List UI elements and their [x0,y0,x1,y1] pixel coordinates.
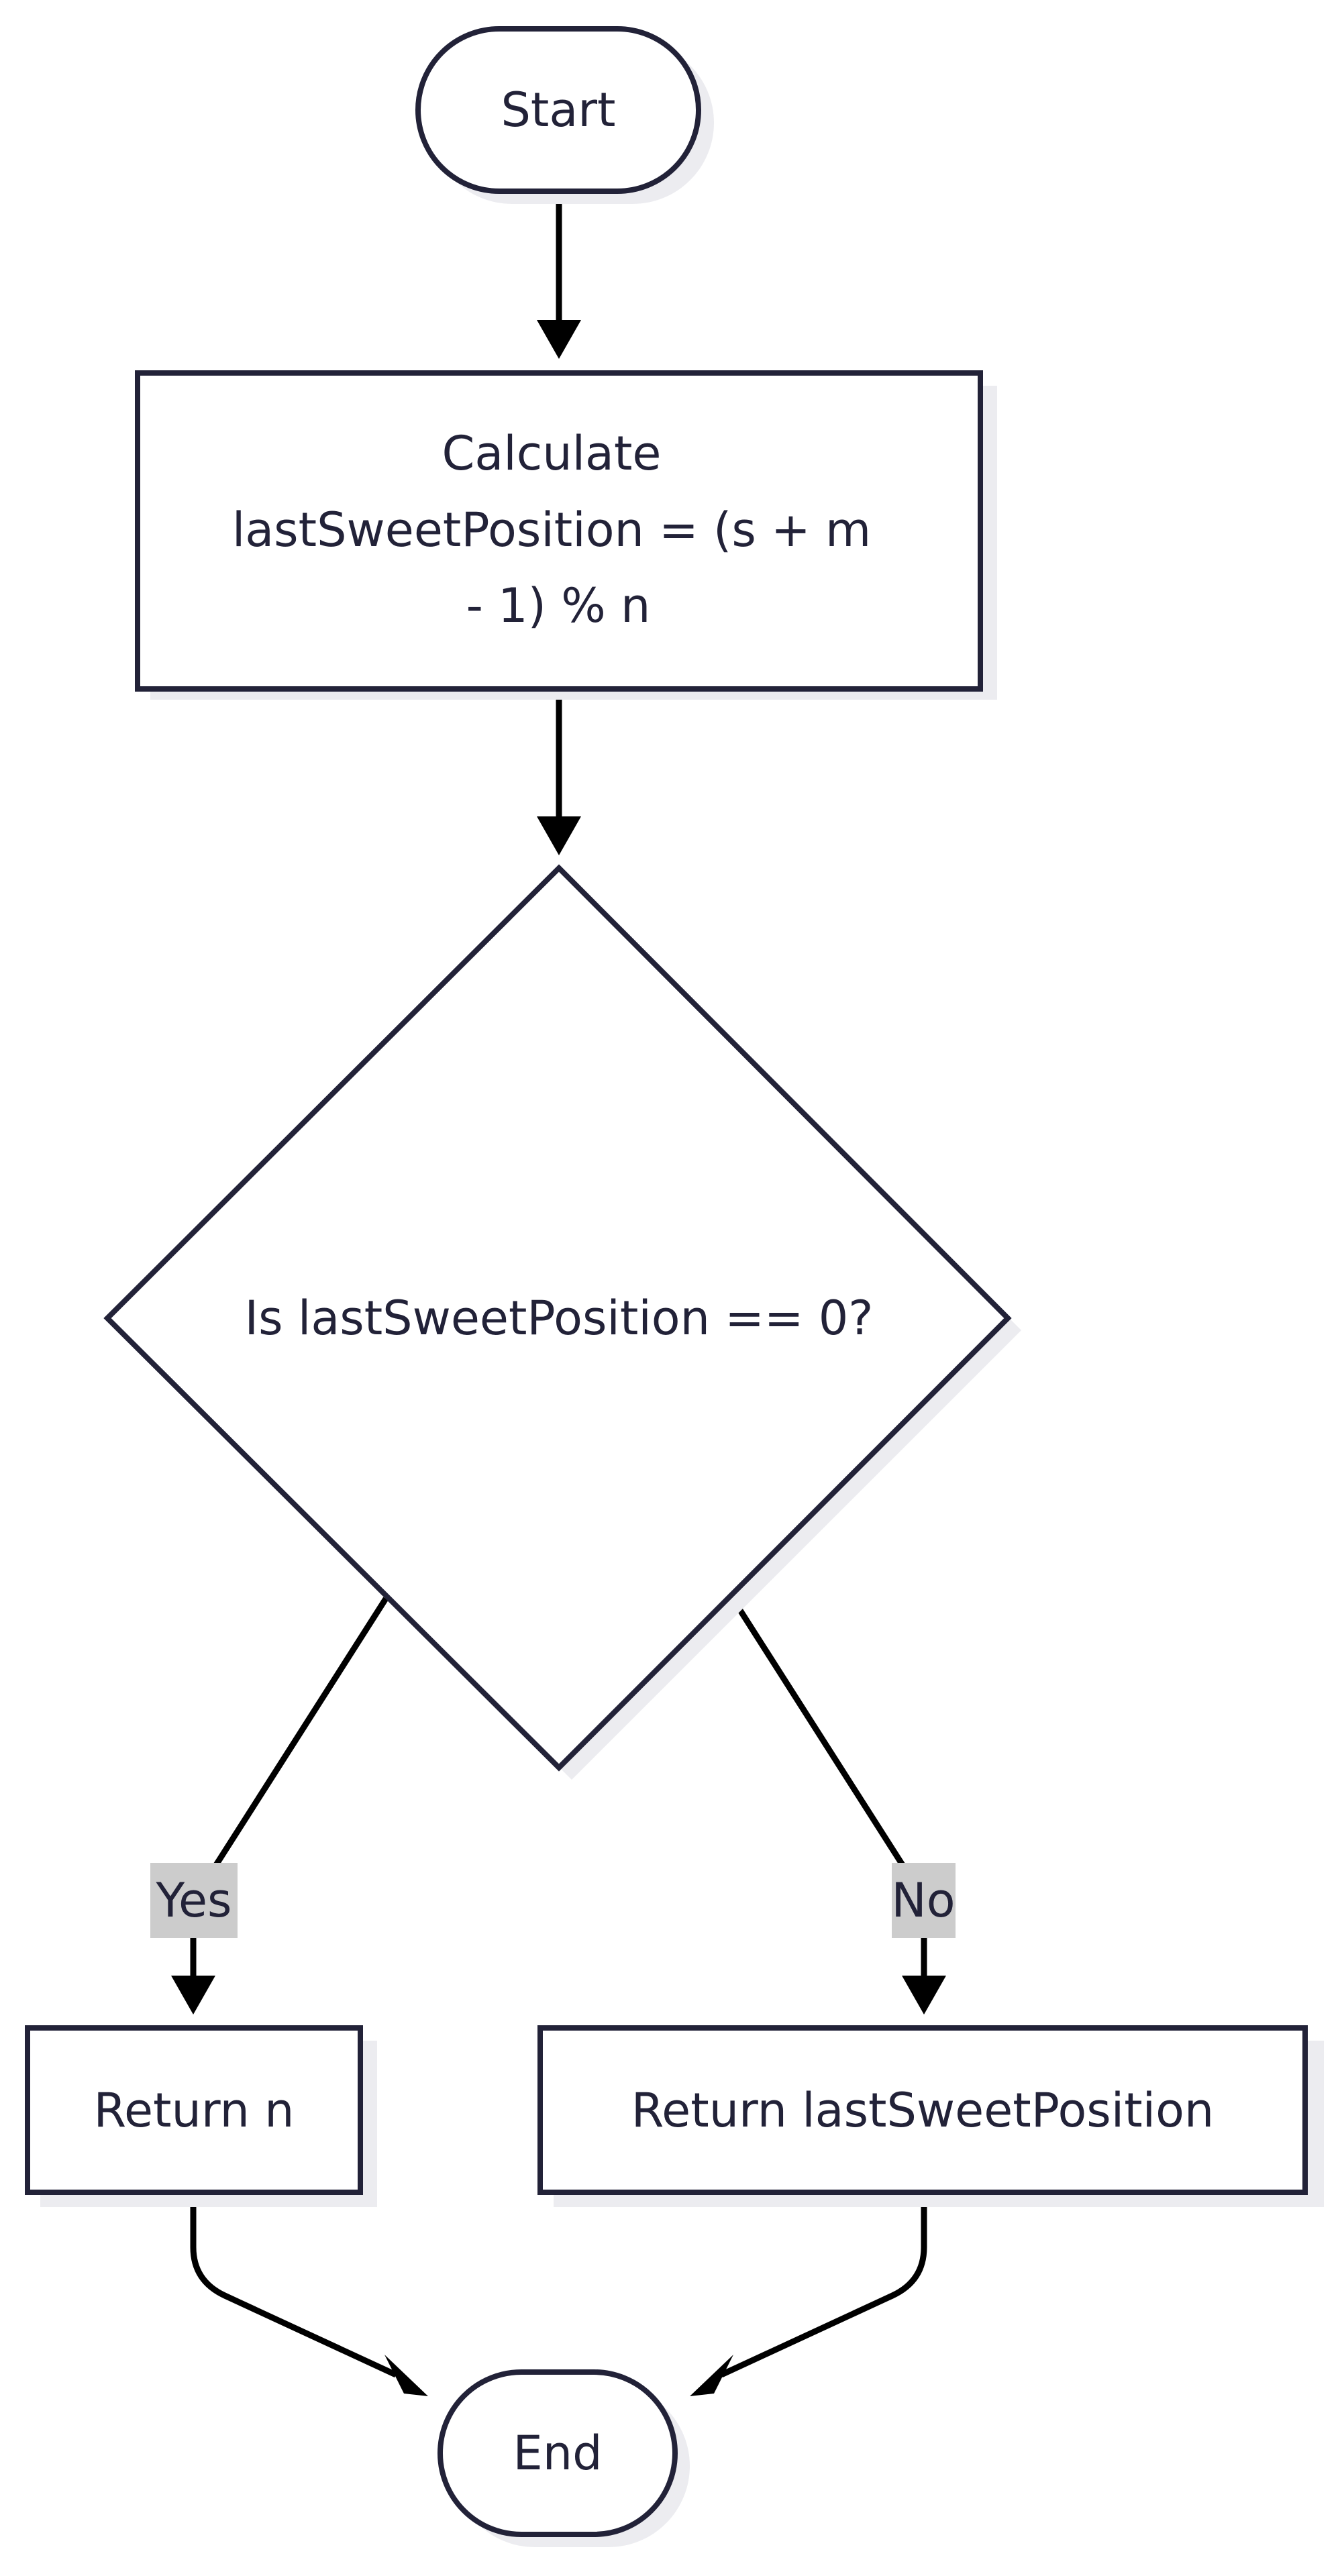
end-label: End [513,2426,602,2481]
arrowhead-return-pos-to-end [690,2355,733,2396]
return-n-label: Return n [94,2083,295,2138]
return-position-label: Return lastSweetPosition [631,2083,1215,2138]
arrowhead-start-to-calculate [537,320,581,359]
decision-label: Is lastSweetPosition == 0? [245,1291,874,1346]
arrowhead-calculate-to-decision [537,816,581,855]
start-node: Start [415,26,714,204]
edge-return-pos-to-end [720,2192,927,2378]
return-position-node: Return lastSweetPosition [537,2025,1324,2207]
return-n-node: Return n [25,2025,377,2207]
edge-label-yes-text: Yes [156,1873,232,1928]
calculate-label-line-3: - 1) % n [466,578,651,633]
calculate-label-line-1: Calculate [442,426,662,481]
calculate-node: Calculate lastSweetPosition = (s + m - 1… [135,370,997,700]
calculate-label-line-2: lastSweetPosition = (s + m [232,502,871,557]
edge-label-no: No [891,1863,956,1938]
edge-label-yes: Yes [150,1863,238,1938]
arrowhead-return-n-to-end [384,2355,428,2396]
edge-return-n-to-end [190,2192,397,2378]
arrowhead-decision-to-return-n [171,1976,215,2015]
arrowhead-decision-to-return-pos [902,1976,946,2015]
start-label: Start [501,83,615,138]
end-node: End [437,2369,690,2547]
decision-node: Is lastSweetPosition == 0? [103,864,1021,1780]
edge-label-no-text: No [891,1873,955,1928]
